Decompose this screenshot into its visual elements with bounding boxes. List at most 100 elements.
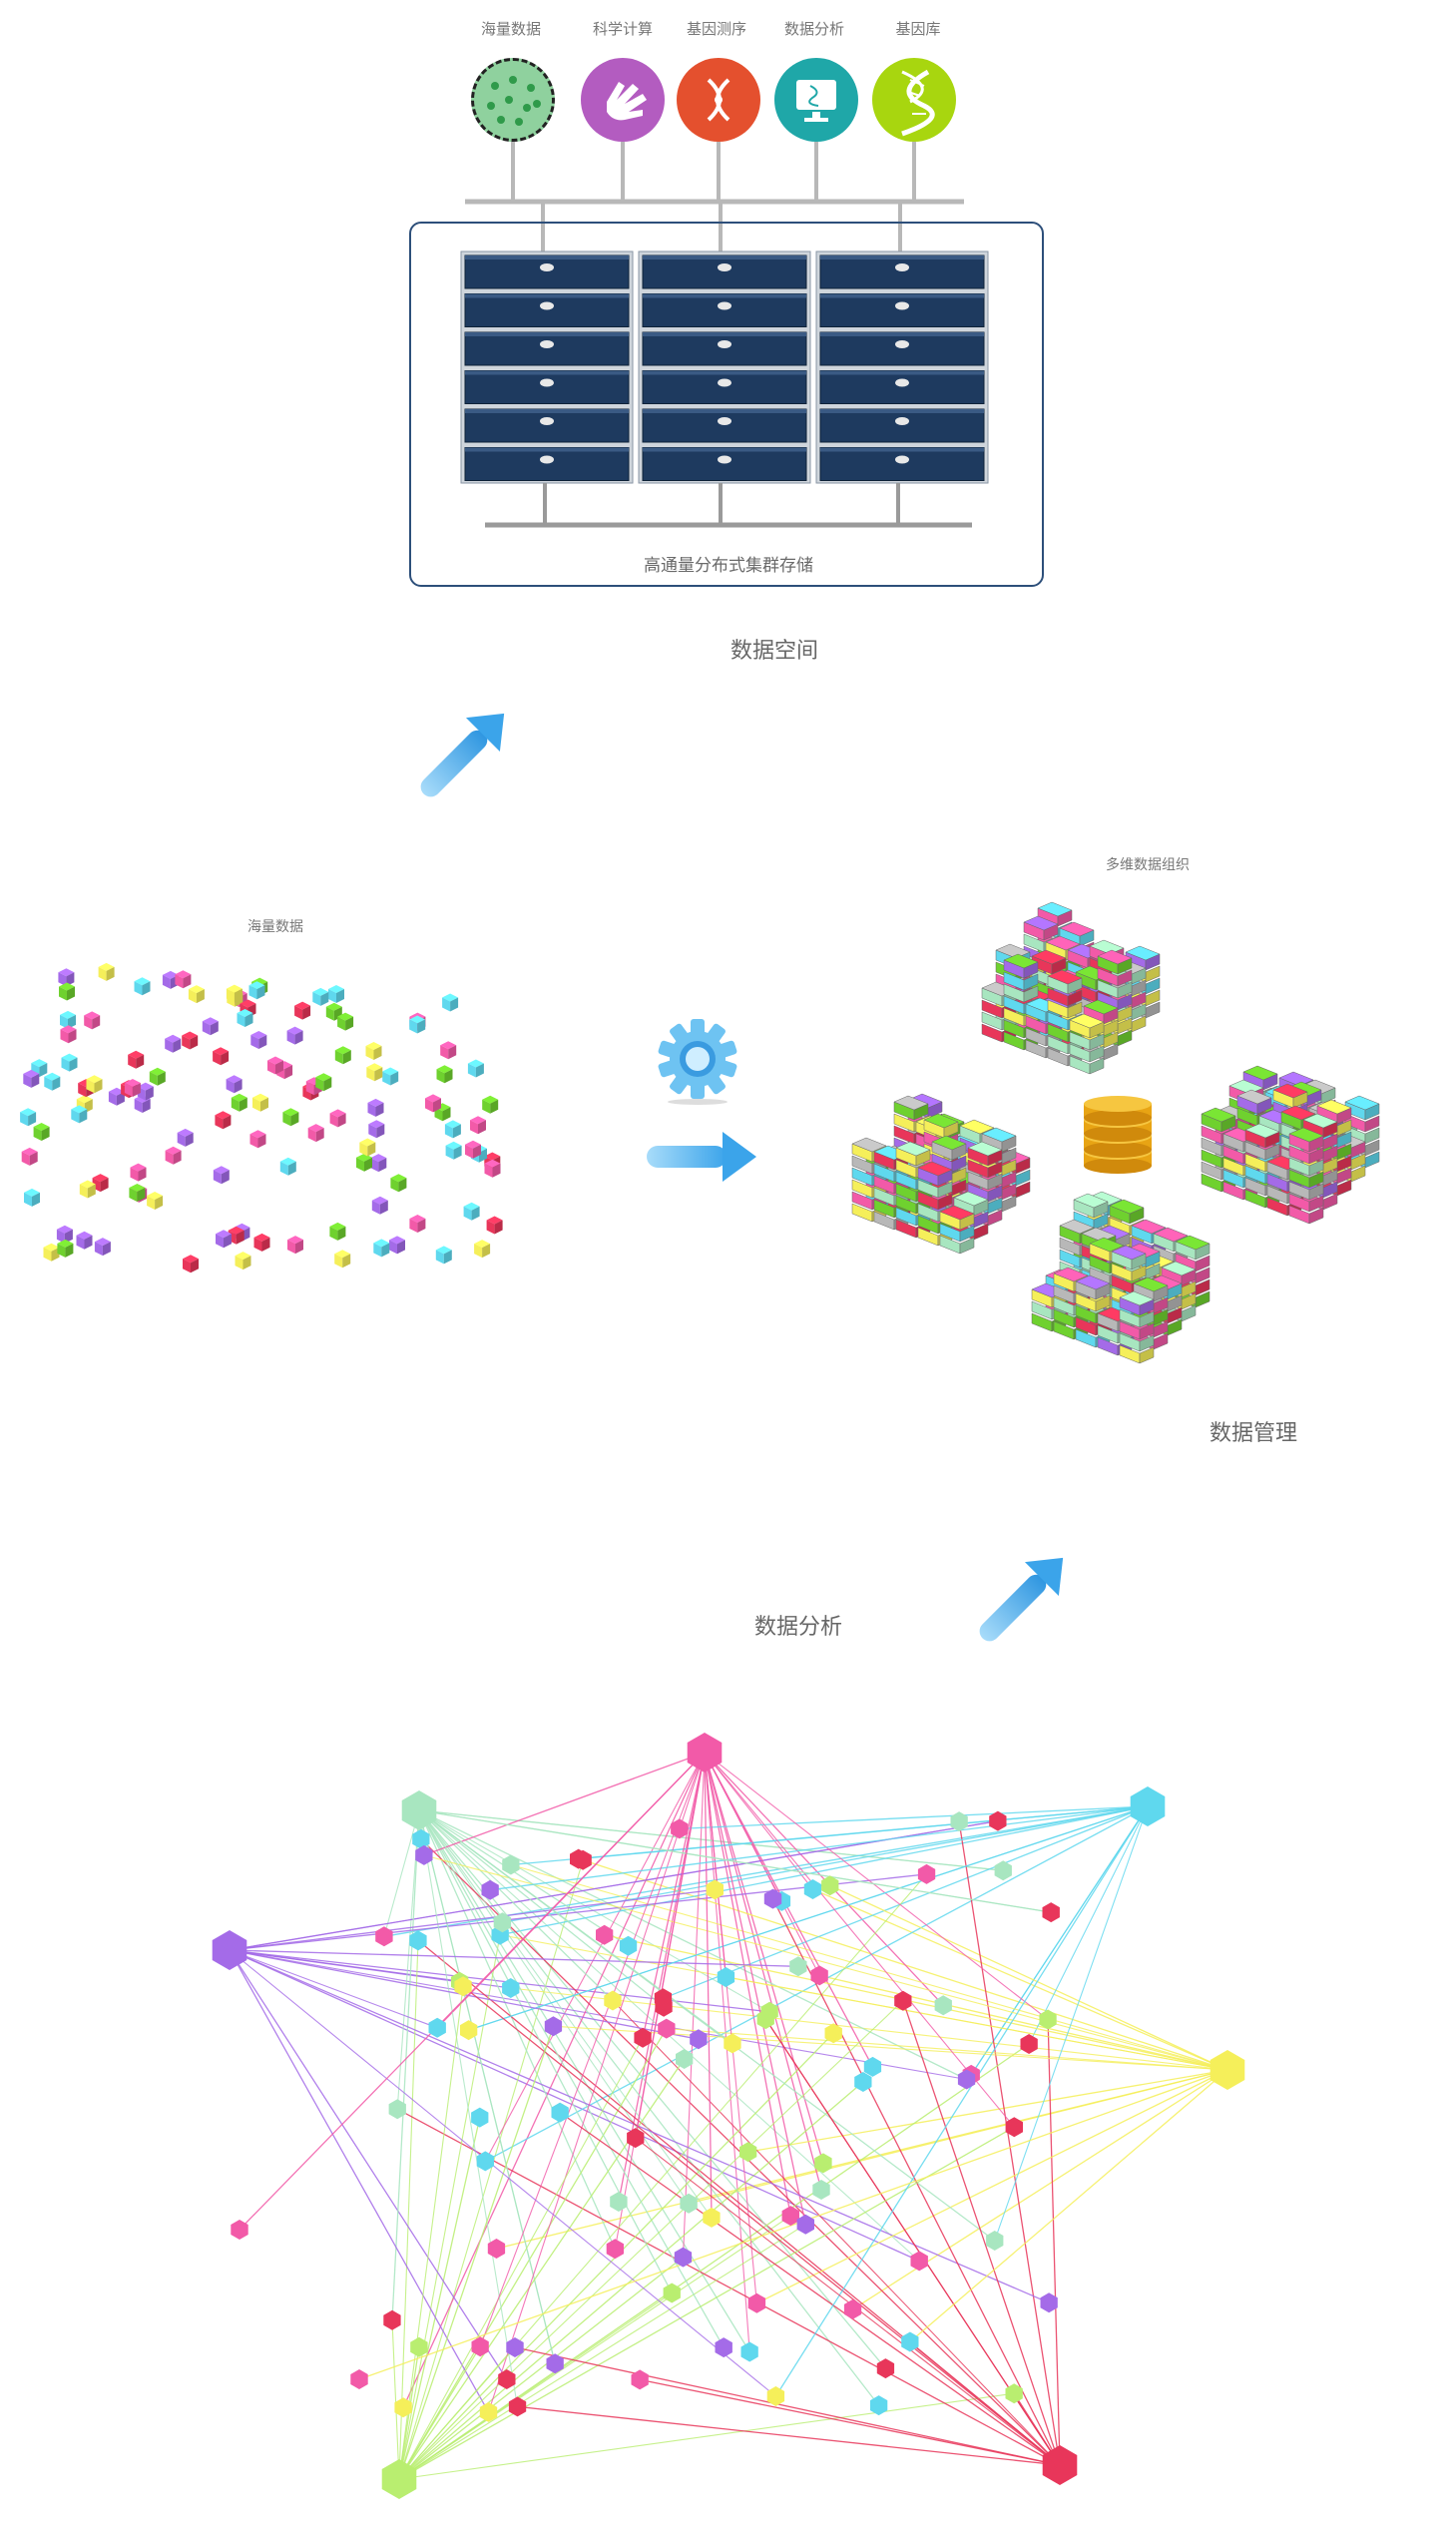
data-cube (425, 1094, 441, 1113)
graph-node (627, 2128, 645, 2149)
graph-node (502, 1978, 520, 1998)
graph-node (409, 1930, 427, 1951)
graph-node (604, 1990, 622, 2011)
dots-icon (471, 58, 555, 142)
data-cube (248, 981, 265, 1000)
graph-node (986, 2231, 1004, 2251)
graph-node (814, 2153, 832, 2174)
data-cube (213, 1166, 230, 1185)
data-cube (177, 1128, 194, 1147)
graph-node (476, 2151, 494, 2172)
graph-node (606, 2239, 624, 2260)
graph-node (763, 1888, 782, 1909)
data-cube (76, 1231, 93, 1250)
data-cube (312, 987, 329, 1006)
data-cube (444, 1120, 461, 1139)
graph-node (544, 2016, 563, 2037)
data-cube (250, 1031, 267, 1049)
data-cube (467, 1059, 484, 1078)
graph-node (487, 2239, 506, 2259)
graph-node (989, 1810, 1007, 1831)
data-cube (24, 1188, 40, 1207)
graph-node (724, 2033, 741, 2054)
data-cube (130, 1163, 147, 1182)
data-cube (389, 1236, 405, 1255)
graph-node (401, 1790, 437, 1830)
graph-node (1042, 1902, 1060, 1923)
data-cube (287, 1236, 303, 1255)
graph-node (394, 2397, 412, 2418)
graph-node (687, 1733, 723, 1773)
data-cube (94, 1238, 111, 1257)
data-cube (61, 1053, 78, 1072)
data-cube (253, 1233, 270, 1252)
graph-node (870, 2395, 888, 2416)
graph-node (747, 2292, 766, 2313)
data-cube (307, 1124, 324, 1143)
down-left-arrow-icon (979, 1557, 1064, 1642)
server-rack (815, 251, 989, 484)
graph-node (739, 2142, 757, 2163)
data-cube (435, 1246, 452, 1265)
graph-node (212, 1930, 247, 1970)
graph-node (917, 1863, 936, 1884)
graph-node (619, 1935, 638, 1956)
graph-node (383, 2309, 401, 2330)
data-cube (98, 962, 115, 981)
data-cube (286, 1026, 303, 1045)
data-cube (134, 977, 151, 996)
data-cube (56, 1225, 73, 1244)
graph-node (412, 1828, 430, 1849)
data-cube (337, 1012, 354, 1031)
graph-node (460, 2020, 478, 2041)
data-cube (482, 1095, 499, 1114)
graph-node (910, 2251, 928, 2272)
section-title-data-analysis: 数据分析 (754, 1614, 843, 1639)
graph-node (231, 2220, 248, 2240)
data-cube (79, 1180, 96, 1199)
graph-node (812, 2180, 830, 2200)
data-cube (71, 1105, 88, 1124)
data-cube (60, 1025, 77, 1044)
data-cube (182, 1031, 199, 1050)
data-cube (129, 1184, 146, 1202)
data-cube (183, 1255, 199, 1273)
graph-node (796, 2214, 814, 2235)
data-cube (33, 1123, 50, 1141)
data-cube (86, 1075, 103, 1094)
graph-node (994, 1860, 1012, 1881)
data-cube (215, 1111, 232, 1130)
graph-node (676, 2049, 694, 2069)
graph-node (631, 2369, 649, 2390)
data-cube (175, 970, 192, 989)
graph-node (506, 2337, 524, 2357)
data-block-cluster (851, 1093, 1031, 1255)
data-cube (371, 1196, 388, 1215)
graph-node (957, 2069, 976, 2090)
graph-node (950, 1811, 968, 1832)
graph-node (1005, 2117, 1023, 2138)
data-cube (279, 1157, 296, 1176)
graph-node (388, 2099, 406, 2120)
graph-node (663, 2283, 681, 2303)
data-cube (165, 1034, 182, 1053)
graph-node (428, 2017, 446, 2038)
data-cube (334, 1250, 351, 1269)
graph-node (843, 2298, 862, 2319)
data-cube (294, 1001, 311, 1020)
graph-node (381, 2459, 417, 2499)
graph-node (854, 2072, 872, 2092)
graph-node (1210, 2050, 1245, 2090)
graph-node (610, 2192, 628, 2212)
data-cube (356, 1153, 372, 1172)
graph-node (471, 2336, 489, 2357)
graph-node (415, 1844, 433, 1865)
data-cube (465, 1140, 481, 1159)
icon-label-scientific-computing: 科学计算 (592, 21, 653, 38)
graph-node (410, 2336, 428, 2357)
graph-node (740, 2341, 758, 2362)
graph-node (781, 2206, 799, 2227)
graph-node (756, 2009, 774, 2030)
data-cube (60, 1010, 76, 1029)
data-cube (147, 1192, 164, 1210)
